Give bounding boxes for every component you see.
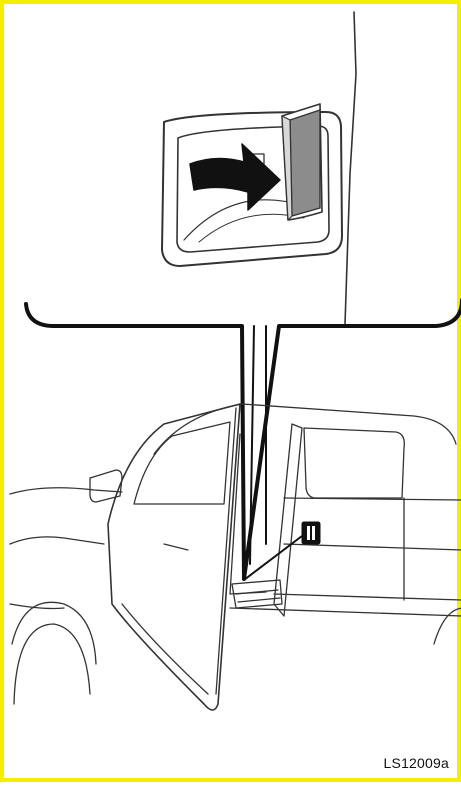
truck-door-illustration (4, 4, 461, 786)
door-handle-outer (164, 544, 188, 550)
body-belt-line (284, 544, 461, 550)
inside-handle-marker (244, 522, 320, 580)
rocker-panel (230, 608, 461, 616)
body-lower-line (274, 594, 461, 600)
seat-lines (236, 590, 280, 602)
front-wheel (14, 624, 90, 704)
hood-line (10, 488, 122, 494)
figure-code-label: LS12009a (384, 755, 449, 771)
handle-marker-box (302, 522, 320, 544)
rear-wheel-arch (434, 608, 461, 644)
door-handle-lever (282, 104, 322, 220)
door-seam-line (345, 12, 356, 324)
side-mirror (90, 470, 122, 502)
handle-marker-slot-2 (312, 526, 315, 540)
lever-face (290, 110, 320, 216)
door-window (134, 422, 230, 504)
open-door-outer (108, 404, 240, 710)
callout-bubble-outline (26, 300, 461, 579)
handle-marker-slot (307, 526, 310, 540)
callout-tip-line (244, 536, 302, 580)
b-pillar (274, 424, 302, 616)
front-fender (10, 537, 104, 544)
pickup-truck (10, 404, 461, 710)
callout-panel (26, 12, 461, 579)
door-panel-line (122, 604, 208, 694)
cab-rear-window (304, 428, 404, 498)
